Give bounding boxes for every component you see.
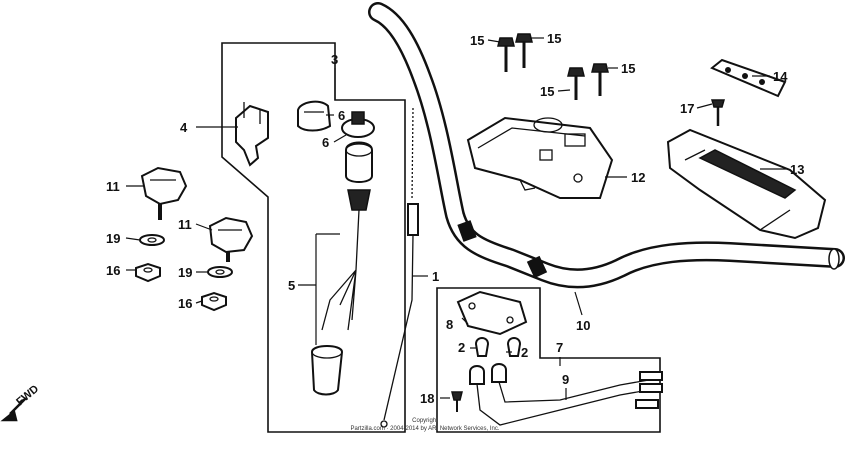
nut-16b[interactable] (201, 291, 227, 312)
holder-upper-b[interactable] (208, 216, 254, 262)
callout-11a: 11 (106, 179, 120, 194)
callout-15d: 15 (621, 61, 635, 76)
group-outline-right (436, 287, 661, 433)
bolt-15d[interactable] (591, 63, 609, 96)
callout-2a: 2 (458, 340, 465, 355)
callout-17: 17 (680, 101, 694, 116)
screw-17[interactable] (711, 99, 725, 126)
callout-7: 7 (556, 340, 563, 355)
indicator-harness[interactable] (469, 363, 663, 426)
meter-cover[interactable] (666, 128, 827, 240)
tachometer-cable[interactable] (380, 107, 419, 428)
callout-19a: 19 (106, 231, 120, 246)
arrow-down-left-icon (0, 397, 27, 422)
holder-upper-a[interactable] (140, 166, 188, 220)
copyright-line2: Partzilla.com · 2004-2014 by ARI Network… (350, 426, 499, 432)
callout-16a: 16 (106, 263, 120, 278)
callout-16b: 16 (178, 296, 192, 311)
fwd-indicator: FWD (0, 383, 41, 422)
ignition-cap[interactable] (297, 100, 332, 132)
screw-18[interactable] (451, 391, 463, 412)
bulb-2b[interactable] (506, 337, 522, 357)
leader-lines (125, 37, 787, 400)
callout-4: 4 (180, 120, 188, 135)
washer-19b[interactable] (207, 266, 233, 278)
bolt-15a[interactable] (497, 37, 515, 72)
callout-13: 13 (790, 162, 804, 177)
callout-19b: 19 (178, 265, 192, 280)
group-outline-left (221, 42, 406, 433)
washer-19a[interactable] (139, 234, 165, 246)
callout-15a: 15 (470, 33, 484, 48)
callout-10: 10 (576, 318, 590, 333)
bolt-15b[interactable] (515, 33, 533, 68)
copyright-line1: Copyright (412, 418, 438, 424)
callout-6b: 6 (322, 135, 329, 150)
callout-15b: 15 (547, 31, 561, 46)
callout-3: 3 (331, 52, 338, 67)
nut-16a[interactable] (135, 262, 161, 283)
indicator-plate[interactable] (710, 58, 787, 98)
callout-2b: 2 (521, 345, 528, 360)
callout-15c: 15 (540, 84, 554, 99)
ignition-key[interactable] (341, 111, 375, 138)
callout-18: 18 (420, 391, 434, 406)
callout-12: 12 (631, 170, 645, 185)
callout-14: 14 (773, 69, 788, 84)
bolt-15c[interactable] (567, 67, 585, 100)
kill-switch[interactable] (456, 290, 528, 336)
callout-8: 8 (446, 317, 453, 332)
ignition-switch[interactable] (310, 141, 373, 396)
bulb-2a[interactable] (474, 337, 490, 357)
callout-1: 1 (432, 269, 439, 284)
handlebar[interactable] (368, 2, 845, 289)
meter-housing[interactable] (466, 116, 614, 199)
callout-11b: 11 (178, 217, 192, 232)
callout-5: 5 (288, 278, 295, 293)
callout-6a: 6 (338, 108, 345, 123)
fwd-label: FWD (14, 383, 41, 408)
callout-9: 9 (562, 372, 569, 387)
bracket[interactable] (235, 102, 269, 167)
